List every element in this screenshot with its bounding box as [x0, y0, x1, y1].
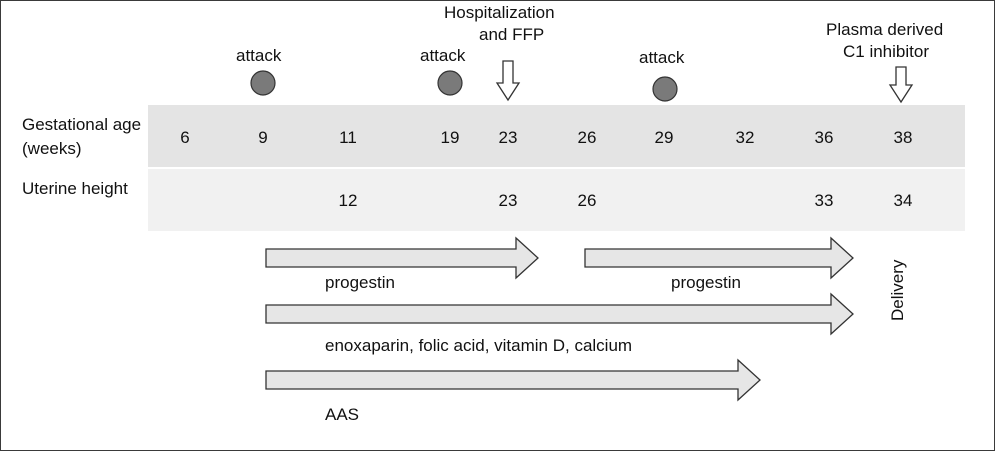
attack-label-3: attack	[639, 48, 685, 67]
ga-week-cell: 26	[577, 128, 597, 147]
ga-week-cell: 38	[893, 128, 913, 147]
c1-inhibitor-down-arrow-icon	[888, 66, 914, 104]
progestin-label-2: progestin	[671, 273, 741, 292]
uterine-height-cell: 12	[338, 191, 358, 210]
hospitalization-down-arrow-icon	[495, 60, 521, 102]
ga-week-cell: 6	[180, 128, 190, 147]
hospitalization-label-line2: and FFP	[479, 25, 545, 44]
ga-week-cell: 9	[258, 128, 268, 147]
uterine-height-band	[148, 169, 965, 231]
supplements-arrow	[265, 292, 854, 336]
ga-week-cell: 36	[814, 128, 834, 147]
uterine-height-cell: 34	[893, 191, 913, 210]
aas-label: AAS	[325, 405, 360, 424]
ga-week-cell: 29	[654, 128, 674, 147]
aas-arrow	[265, 358, 761, 402]
c1-inhibitor-label-line2: C1 inhibitor	[843, 42, 929, 61]
attack-label-1: attack	[236, 46, 282, 65]
uterine-height-cell: 26	[577, 191, 597, 210]
ga-week-cell: 23	[498, 128, 518, 147]
c1-inhibitor-label-line1: Plasma derived	[826, 20, 944, 39]
progestin-label-1: progestin	[325, 273, 395, 292]
attack-marker-2	[437, 70, 463, 96]
supplements-label: enoxaparin, folic acid, vitamin D, calci…	[325, 336, 633, 355]
ga-week-cell: 19	[440, 128, 460, 147]
attack-marker-3	[652, 76, 678, 102]
attack-marker-1	[250, 70, 276, 96]
ga-week-cell: 32	[735, 128, 755, 147]
gestational-age-band	[148, 105, 965, 167]
attack-label-2: attack	[420, 46, 466, 65]
uterine-height-cell: 23	[498, 191, 518, 210]
progestin-arrow-1	[265, 236, 539, 280]
progestin-arrow-2	[584, 236, 854, 280]
uterine-height-cell: 33	[814, 191, 834, 210]
uterine-height-row-label: Uterine height	[22, 179, 128, 198]
hospitalization-label-line1: Hospitalization	[444, 3, 555, 22]
gestational-age-row-label: Gestational age (weeks)	[22, 115, 142, 158]
delivery-label: Delivery	[888, 259, 907, 321]
ga-week-cell: 11	[339, 128, 357, 147]
